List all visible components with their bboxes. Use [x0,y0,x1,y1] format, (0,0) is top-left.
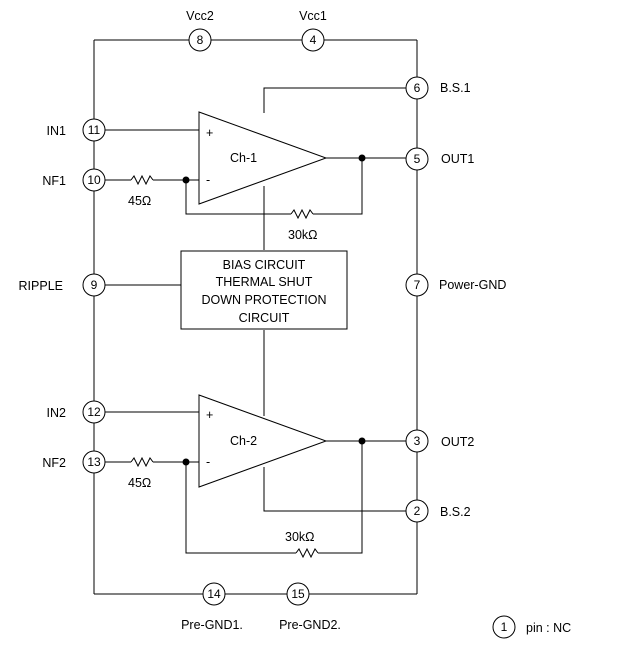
pin-6-number: 6 [414,81,421,95]
pin-12: 12 [82,400,106,424]
junction-dot [358,437,366,445]
pin-7: 7 [405,273,429,297]
pin-2: 2 [405,499,429,523]
amplifier-ch2: + - Ch-2 [198,394,328,488]
label-pre-gnd2: Pre-GND2. [279,618,341,632]
pin-15-number: 15 [291,587,305,601]
pin-1-legend: 1 [492,615,516,639]
pin-13: 13 [82,450,106,474]
label-in2: IN2 [47,406,67,420]
bias-line-2: THERMAL SHUT [216,275,313,289]
bias-line-4: CIRCUIT [239,311,290,325]
junction-dot [182,458,190,466]
label-out2: OUT2 [441,435,474,449]
pin-5-number: 5 [414,152,421,166]
pin-8-number: 8 [197,33,204,47]
bias-circuit-box: BIAS CIRCUIT THERMAL SHUT DOWN PROTECTIO… [180,250,348,330]
r1-feedback-value: 30kΩ [288,228,318,242]
amp2-minus-sign: - [206,455,210,469]
pin-10: 10 [82,168,106,192]
pin-2-number: 2 [414,504,421,518]
pin-12-number: 12 [87,405,101,419]
label-bs2: B.S.2 [440,505,471,519]
pin-11-number: 11 [88,123,101,137]
junction-dot [358,154,366,162]
pin-4-number: 4 [310,33,317,47]
pin-14: 14 [202,582,226,606]
label-pre-gnd1: Pre-GND1. [181,618,243,632]
label-vcc2: Vcc2 [186,9,214,23]
junction-dot [182,176,190,184]
pin-8: 8 [188,28,212,52]
label-power-gnd: Power-GND [439,278,506,292]
label-nf1: NF1 [42,174,66,188]
pin-3-number: 3 [414,434,421,448]
amp1-plus-sign: + [206,126,213,140]
r2-input-value: 45Ω [128,476,151,490]
amplifier-ch1: + - Ch-1 [198,111,328,205]
amp2-label: Ch-2 [230,434,257,448]
pin-15: 15 [286,582,310,606]
channel-1-wiring [105,87,406,250]
pin-9: 9 [82,273,106,297]
label-nf2: NF2 [42,456,66,470]
pin-10-number: 10 [87,173,101,187]
outer-frame [93,39,418,595]
label-in1: IN1 [47,124,67,138]
label-out1: OUT1 [441,152,474,166]
amp1-label: Ch-1 [230,151,257,165]
pin-7-number: 7 [414,278,421,292]
pin-5: 5 [405,147,429,171]
amp1-minus-sign: - [206,173,210,187]
bias-line-3: DOWN PROTECTION [202,293,327,307]
r2-feedback-value: 30kΩ [285,530,315,544]
label-bs1: B.S.1 [440,81,471,95]
amp2-plus-sign: + [206,408,213,422]
pin-14-number: 14 [207,587,221,601]
channel-2-wiring [105,330,406,559]
label-vcc1: Vcc1 [299,9,327,23]
pin-11: 11 [82,118,106,142]
legend-text: pin : NC [526,621,571,635]
pin-1-number: 1 [501,620,508,634]
label-ripple: RIPPLE [19,279,63,293]
pin-3: 3 [405,429,429,453]
pin-13-number: 13 [87,455,101,469]
bias-line-1: BIAS CIRCUIT [223,258,306,272]
pin-4: 4 [301,28,325,52]
pin-9-number: 9 [91,278,98,292]
pin-6: 6 [405,76,429,100]
r1-input-value: 45Ω [128,194,151,208]
